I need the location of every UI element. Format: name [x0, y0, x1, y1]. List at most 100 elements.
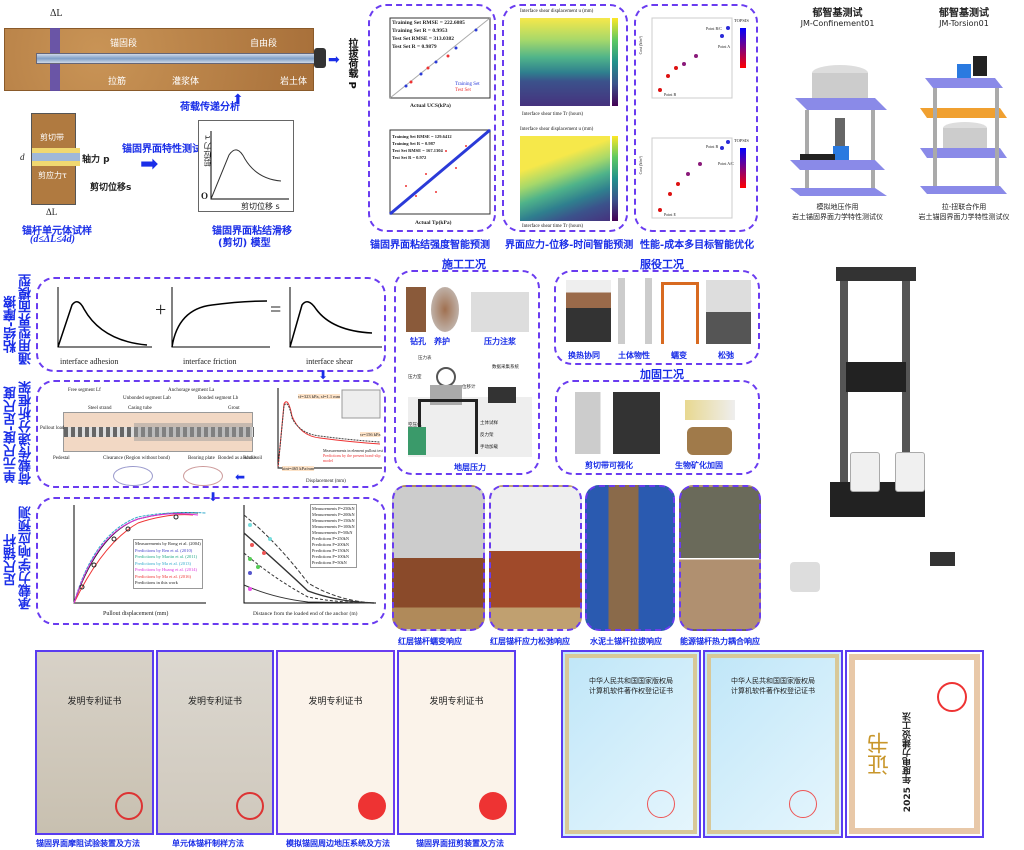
legend-measure: Measurements in element pullout test [323, 448, 383, 453]
contour-plot-1 [520, 18, 610, 106]
legend-test: Test Set [455, 88, 471, 93]
legend-item: Predictions P=50kN [312, 560, 347, 565]
patent-caption: 单元体锚杆制样方法 [172, 839, 244, 848]
grout-label: 灌浆体 [172, 77, 200, 87]
model-title: 锚固界面粘结滑移 [212, 226, 292, 237]
legend-item: Measurements P=50kN [312, 530, 353, 535]
shear-disp-label: 剪切位移s [90, 183, 132, 193]
ml-caption-3: 性能-成本多目标智能优化 [640, 240, 755, 251]
drilling-photo [406, 287, 426, 332]
patent-caption: 锚固界面摩阻试验装置及方法 [36, 839, 140, 848]
legend-item: Predictions by Ma et al. (2013) [135, 560, 191, 566]
cert-line: 中华人民共和国国家版权局 [589, 677, 673, 685]
d-label: d [20, 152, 25, 162]
interface-model-box: + = interface adhesion interface frictio… [36, 277, 386, 372]
tag: 手动加载 [480, 445, 498, 450]
free-label: 自由段 [250, 39, 278, 49]
point-label: Point B/C [706, 26, 722, 31]
biomineralization-photo [687, 427, 732, 455]
relaxation-test-photo [489, 485, 582, 631]
award-title: 2025 年度电力建设工法 [903, 712, 913, 813]
grouting-photo [471, 292, 529, 332]
model-origin: O [201, 191, 209, 201]
part-label: Grout [228, 406, 240, 411]
tp-xlabel: Actual Tp(kPa) [415, 220, 452, 226]
device-desc: 岩土锚固界面力学特性测试仪 [918, 213, 1010, 221]
ucs-stat: Training Set RMSE = 222.6085 [392, 20, 465, 26]
tp-scatter [389, 128, 491, 216]
software-certificate: 中华人民共和国国家版权局 计算机软件著作权登记证书 [561, 650, 701, 838]
pullout-load-chart [73, 505, 207, 604]
construction-item: 养护 [434, 337, 450, 346]
anchor-section-drawing [63, 412, 254, 452]
legend-item: Predictions P=250kN [312, 536, 349, 541]
patent-certificate: 发明专利证书 [397, 650, 516, 835]
construction-box: 钻孔 养护 压力注浆 压力表 压力室 位移计 数据采集系统 空压机 土体试样 反… [394, 270, 540, 475]
reinforce-title: 加固工况 [640, 368, 684, 381]
reinforce-box: 剪切带可视化 生物矿化加固 [555, 380, 760, 475]
tendon-label: 拉筋 [108, 77, 127, 87]
sample-title: 锚杆单元体试样 [22, 226, 92, 237]
part-label: Steel strand [88, 406, 112, 411]
software-certificate: 中华人民共和国国家版权局 计算机软件著作权登记证书 [703, 650, 843, 838]
tp-stat: Test Set RMSE = 167.1304 [392, 148, 443, 153]
patent-caption: 锚固界面扭剪装置及方法 [416, 839, 504, 848]
soil-property-photo [618, 278, 652, 344]
contour-title: Interface shear displacement u (mm) [520, 9, 594, 14]
segment-label: Free segment Lf [68, 388, 101, 393]
ml-caption-2: 界面应力-位移-时间智能预测 [505, 240, 634, 251]
service-title: 服役工况 [640, 258, 684, 271]
patent-certificate: 发明专利证书 [35, 650, 154, 835]
point-label: Point A/C [718, 161, 734, 166]
legend-item: Predictions by Huang et al. (2014) [135, 567, 197, 572]
relaxation-photo [706, 280, 751, 344]
certificate-heading: 发明专利证书 [67, 697, 122, 707]
contour-title-2: Interface shear displacement u (mm) [520, 127, 594, 132]
model-subtitle: (剪切) 模型 [218, 238, 271, 249]
interface-test-label: 锚固界面特性测试 [122, 144, 202, 155]
legend-predict: Predictions by the present bond-slip mod… [323, 453, 381, 463]
anchor-head [314, 48, 326, 68]
part-label: Bearing plate [188, 456, 215, 461]
cert-line: 计算机软件著作权登记证书 [731, 687, 815, 695]
field-caption: 水泥土锚杆拉拔响应 [590, 637, 662, 646]
service-box: 换热协同 土体物性 蠕变 松弛 [554, 270, 760, 365]
certificate-heading: 发明专利证书 [187, 697, 242, 707]
colorbar-label-2: TOPSIS [734, 138, 749, 143]
device-model: JM-Confinement01 [800, 19, 875, 28]
cert-line: 计算机软件著作权登记证书 [589, 687, 673, 695]
construction-item: 地层压力 [454, 463, 486, 472]
curing-photo [431, 287, 459, 332]
part-label: Casing tube [128, 406, 152, 411]
tp-stat: Test Set R = 0.972 [392, 155, 427, 160]
framework-label-1: 粘结-摩擦 通用型界面模型 [4, 274, 34, 365]
patent-certificate: 发明专利证书 [156, 650, 274, 835]
device-desc: 拉-扭联合作用 [941, 203, 987, 211]
segment-label: Unbonded segment Lab [123, 396, 171, 401]
rock-label: 岩土体 [280, 77, 308, 87]
shear-band-visualization-photo [575, 392, 660, 454]
bond-slip-model-box: 剪应力 τ 剪切位移 s O [198, 120, 294, 212]
reinforce-item: 剪切带可视化 [585, 461, 633, 470]
creep-photo [661, 282, 699, 344]
point-label: Point A [718, 44, 731, 49]
service-item: 土体物性 [618, 351, 650, 360]
construction-title: 施工工况 [442, 258, 486, 271]
pullout-xlabel: Pullout displacement (mm) [103, 611, 169, 617]
legend-item: Measurements P=150kN [312, 518, 355, 523]
heat-exchange-photo [566, 280, 611, 342]
legend-item: Predictions by Ren et al. (2010) [135, 547, 193, 553]
device-brand: 郁智基测试 [812, 8, 863, 19]
ucs-xlabel: Actual UCS(kPa) [410, 103, 451, 109]
model-x-axis: 剪切位移 s [241, 202, 280, 211]
tag: 位移计 [462, 385, 476, 390]
tag: 土体试样 [480, 421, 498, 426]
part-label: interface friction [183, 357, 237, 366]
part-label: interface adhesion [60, 357, 119, 366]
device-desc: 岩土锚固界面力学特性测试仪 [792, 213, 883, 221]
pullout-load-label: 拉拔荷载 P [346, 38, 357, 89]
down-arrow-icon: ⬇ [318, 368, 329, 382]
part-label: Pullout load [40, 426, 65, 431]
framework-label-2: 单元尺度-足尺度 荷载传递分析框架 [4, 381, 34, 485]
left-arrow-icon: ⬅ [235, 470, 246, 484]
